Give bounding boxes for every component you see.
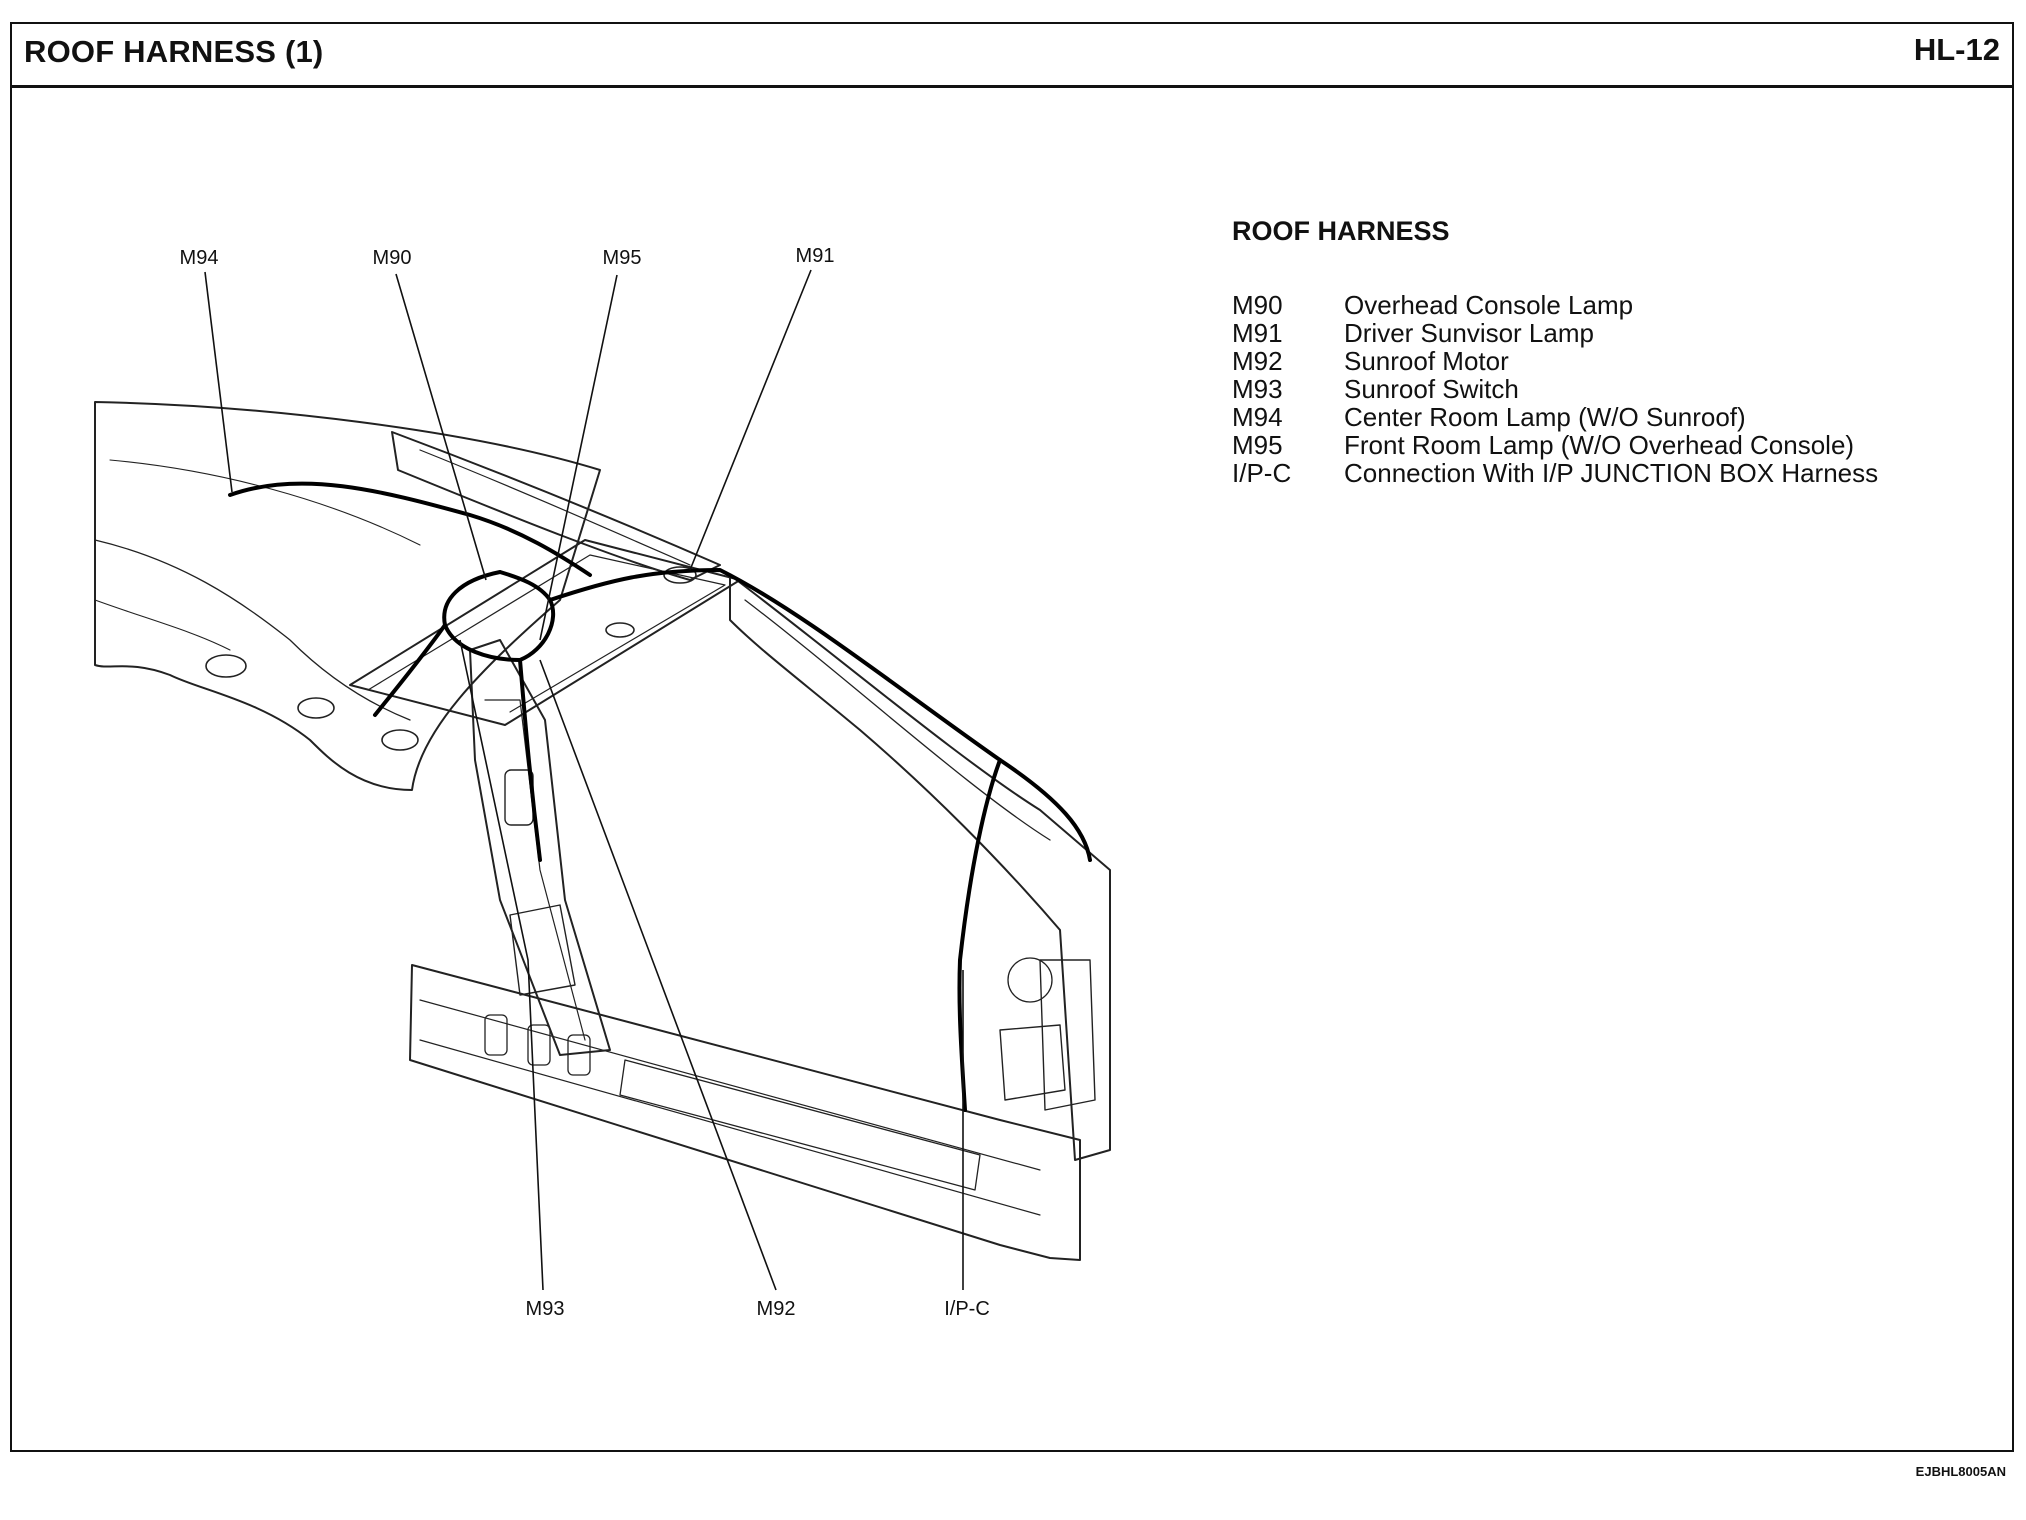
legend-row: M94 Center Room Lamp (W/O Sunroof) (1232, 403, 1878, 431)
leader-m93 (459, 639, 544, 1291)
legend-description: Sunroof Motor (1344, 346, 1509, 376)
legend-description: Center Room Lamp (W/O Sunroof) (1344, 402, 1746, 432)
callout-m93: M93 (526, 1298, 565, 1320)
leader-m94 (204, 271, 233, 493)
legend-description: Driver Sunvisor Lamp (1344, 318, 1594, 348)
callout-m92: M92 (757, 1298, 796, 1320)
leader-m95 (539, 274, 618, 641)
legend-description: Overhead Console Lamp (1344, 290, 1634, 320)
headliner-inner-edge (94, 539, 411, 721)
legend: ROOF HARNESS M90 Overhead Console Lamp M9… (1232, 216, 1878, 487)
harness-a-pillar-drop (957, 758, 1002, 1112)
legend-code: M92 (1232, 346, 1283, 376)
legend-title: ROOF HARNESS (1232, 216, 1450, 246)
legend-row: M90 Overhead Console Lamp (1232, 291, 1878, 319)
header-bar: ROOF HARNESS (1) HL-12 (10, 22, 2014, 88)
callout-m91: M91 (796, 245, 835, 267)
legend-code: M90 (1232, 290, 1283, 320)
legend-code: I/P-C (1232, 458, 1292, 488)
leader-m91 (689, 269, 812, 571)
rocker-sill (409, 964, 1081, 1261)
callout-m95: M95 (603, 247, 642, 269)
leader-m90 (395, 273, 487, 581)
page-title: ROOF HARNESS (1) (24, 34, 324, 69)
legend-row: M91 Driver Sunvisor Lamp (1232, 319, 1878, 347)
legend-description: Connection With I/P JUNCTION BOX Harness (1344, 458, 1879, 488)
legend-code: M95 (1232, 430, 1283, 460)
harness-b-pillar-drop (518, 658, 542, 862)
legend-row: I/P-C Connection With I/P JUNCTION BOX Ha… (1232, 459, 1878, 487)
legend-row: M95 Front Room Lamp (W/O Overhead Console… (1232, 431, 1878, 459)
callout-m90: M90 (373, 247, 412, 269)
b-pillar (469, 639, 611, 1056)
legend-row: M93 Sunroof Switch (1232, 375, 1878, 403)
legend-code: M93 (1232, 374, 1283, 404)
headliner (94, 401, 601, 791)
callout-ipc: I/P-C (944, 1298, 990, 1320)
legend-description: Sunroof Switch (1344, 374, 1519, 404)
roof-rail (391, 431, 721, 581)
page-frame (10, 22, 2014, 1452)
reference-id: EJBHL8005AN (1915, 1464, 2006, 1479)
legend-description: Front Room Lamp (W/O Overhead Console) (1344, 430, 1855, 460)
legend-row: M92 Sunroof Motor (1232, 347, 1878, 375)
page-code: HL-12 (1913, 32, 2000, 67)
legend-code: M91 (1232, 318, 1283, 348)
harness-center-room-lamp (228, 481, 592, 577)
a-pillar (729, 574, 1111, 1161)
harness-front-room-lamp (373, 623, 447, 717)
leader-m92 (539, 659, 777, 1291)
legend-code: M94 (1232, 402, 1283, 432)
harness-roof-rail (548, 568, 1092, 862)
callout-m94: M94 (180, 247, 219, 269)
